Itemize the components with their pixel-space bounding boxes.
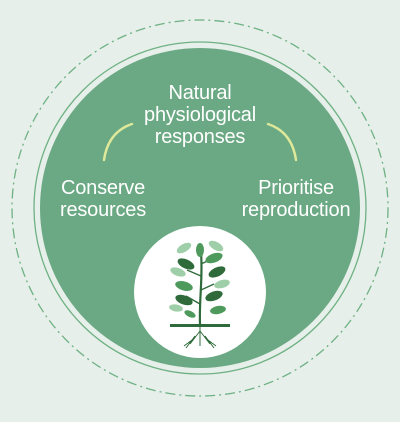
right-label: Prioritise reproduction (241, 177, 351, 221)
main-circle (40, 48, 360, 368)
plant-with-roots-icon (169, 240, 230, 349)
inner-solid-ring (33, 41, 367, 375)
left-label: Conserve resources (59, 177, 146, 221)
left-accent-arc (102, 122, 134, 162)
outer-dashed-ring (11, 19, 389, 397)
right-accent-arc (266, 122, 298, 162)
center-label: Natural physiological responses (144, 82, 256, 148)
